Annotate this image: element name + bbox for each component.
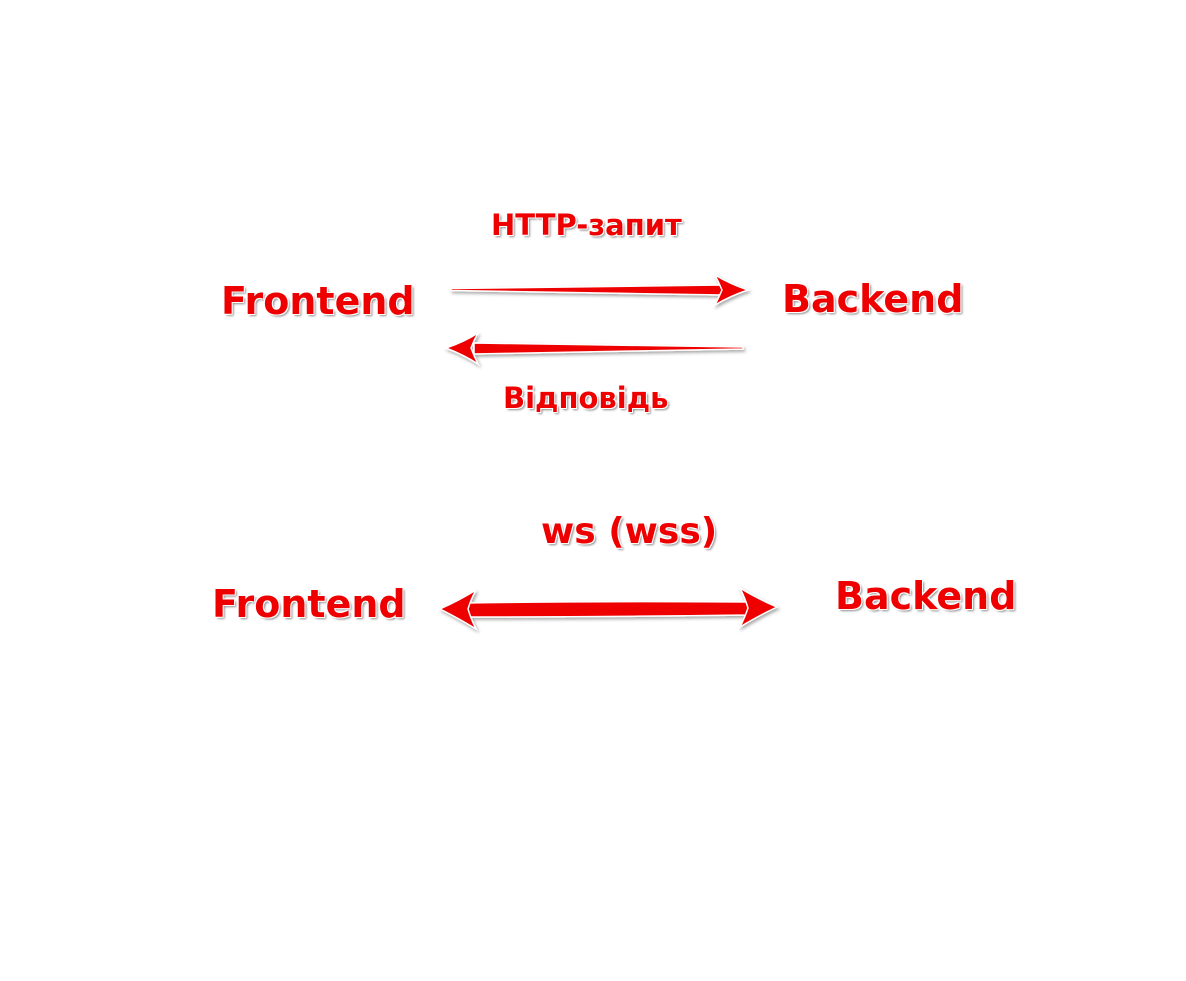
http-request-label: HTTP-запит [491,208,682,242]
ws-backend-node: Backend [835,574,1017,618]
ws-bidirectional-arrow [438,585,779,632]
ws-frontend-node: Frontend [212,582,406,626]
http-response-label: Відповідь [503,381,669,415]
http-response-arrow [443,332,744,367]
http-request-arrow [450,273,751,307]
http-backend-node: Backend [782,277,964,321]
http-frontend-node: Frontend [221,279,415,323]
ws-connection-label: ws (wss) [541,511,718,552]
